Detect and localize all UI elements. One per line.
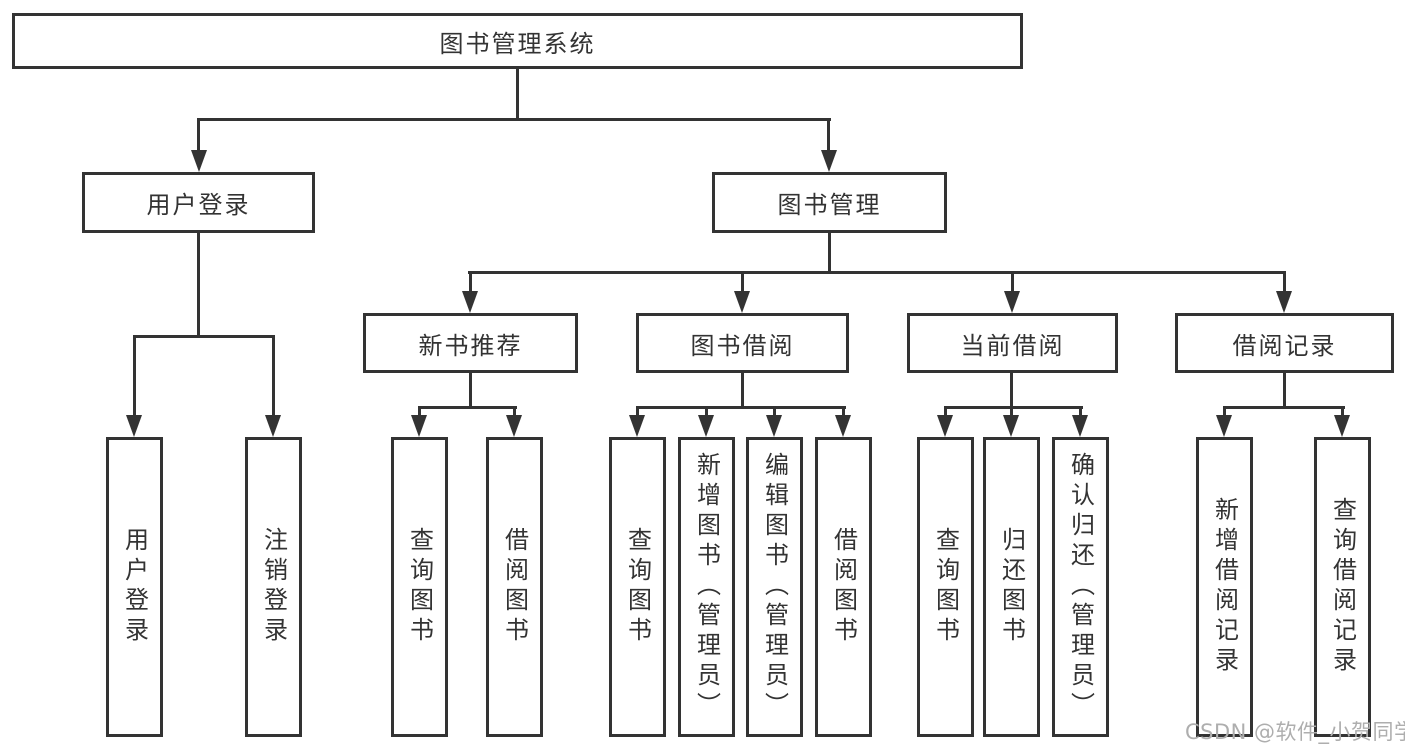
connector-line (1223, 406, 1345, 409)
connector-line (197, 118, 831, 121)
leaf-bb-add-books-admin: 新增图书（管理员） (678, 437, 735, 737)
connector-line (773, 406, 776, 415)
connector-line (1010, 406, 1013, 415)
arrow-down-icon (462, 291, 478, 313)
connector-line (133, 335, 136, 415)
connector-line (741, 373, 744, 406)
leaf-cb-return-books-label: 归还图书 (997, 527, 1026, 647)
node-book-borrow-label: 图书借阅 (690, 331, 795, 360)
connector-line (418, 406, 421, 415)
connector-line (513, 406, 516, 415)
node-borrow-records: 借阅记录 (1175, 313, 1394, 373)
leaf-user-login: 用户登录 (106, 437, 163, 737)
connector-line (1011, 271, 1014, 291)
connector-line (469, 271, 472, 291)
arrow-down-icon (1276, 291, 1292, 313)
arrow-down-icon (1216, 415, 1232, 437)
leaf-bb-query-books: 查询图书 (609, 437, 666, 737)
leaf-cb-confirm-return-admin-label: 确认归还（管理员） (1066, 452, 1095, 722)
connector-line (944, 406, 947, 415)
leaf-nb-query-books: 查询图书 (391, 437, 448, 737)
leaf-bb-query-books-label: 查询图书 (623, 527, 652, 647)
connector-line (418, 406, 517, 409)
leaf-logout: 注销登录 (245, 437, 302, 737)
leaf-logout-label: 注销登录 (259, 527, 288, 647)
arrow-down-icon (1334, 415, 1350, 437)
node-book-management: 图书管理 (712, 172, 947, 233)
connector-line (636, 406, 846, 409)
leaf-br-query-record: 查询借阅记录 (1314, 437, 1371, 737)
leaf-cb-return-books: 归还图书 (983, 437, 1040, 737)
node-user-login-label: 用户登录 (146, 191, 251, 219)
node-current-borrow: 当前借阅 (907, 313, 1118, 373)
connector-line (828, 233, 831, 271)
leaf-br-query-record-label: 查询借阅记录 (1328, 497, 1357, 677)
leaf-br-add-record: 新增借阅记录 (1196, 437, 1253, 737)
arrow-down-icon (835, 415, 851, 437)
arrow-down-icon (629, 415, 645, 437)
csdn-watermark: CSDN @软件_小贺同学 (1185, 720, 1405, 744)
arrow-down-icon (766, 415, 782, 437)
leaf-cb-confirm-return-admin: 确认归还（管理员） (1052, 437, 1109, 737)
connector-line (1283, 373, 1286, 406)
connector-line (197, 233, 200, 335)
arrow-down-icon (698, 415, 714, 437)
leaf-bb-edit-books-admin-label: 编辑图书（管理员） (760, 452, 789, 722)
node-root-system: 图书管理系统 (12, 13, 1023, 69)
connector-line (842, 406, 845, 415)
connector-line (197, 118, 200, 150)
leaf-br-add-record-label: 新增借阅记录 (1210, 497, 1239, 677)
leaf-cb-query-books-label: 查询图书 (931, 527, 960, 647)
arrow-down-icon (265, 415, 281, 437)
connector-line (468, 271, 1286, 274)
leaf-user-login-label: 用户登录 (120, 527, 149, 647)
connector-line (741, 271, 744, 291)
connector-line (133, 335, 275, 338)
leaf-nb-borrow-books-label: 借阅图书 (500, 527, 529, 647)
connector-line (1223, 406, 1226, 415)
node-new-book-recommend: 新书推荐 (363, 313, 578, 373)
node-borrow-records-label: 借阅记录 (1232, 331, 1337, 360)
leaf-bb-edit-books-admin: 编辑图书（管理员） (746, 437, 803, 737)
arrow-down-icon (126, 415, 142, 437)
connector-line (636, 406, 639, 415)
leaf-bb-borrow-books: 借阅图书 (815, 437, 872, 737)
leaf-bb-add-books-admin-label: 新增图书（管理员） (692, 452, 721, 722)
node-user-login: 用户登录 (82, 172, 315, 233)
arrow-down-icon (191, 150, 207, 172)
node-current-borrow-label: 当前借阅 (960, 331, 1065, 360)
connector-line (1341, 406, 1344, 415)
arrow-down-icon (1004, 291, 1020, 313)
arrow-down-icon (734, 291, 750, 313)
leaf-nb-query-books-label: 查询图书 (405, 527, 434, 647)
leaf-cb-query-books: 查询图书 (917, 437, 974, 737)
connector-line (944, 406, 1083, 409)
connector-line (1010, 373, 1013, 406)
arrow-down-icon (1072, 415, 1088, 437)
arrow-down-icon (1003, 415, 1019, 437)
connector-line (1283, 271, 1286, 291)
leaf-bb-borrow-books-label: 借阅图书 (829, 527, 858, 647)
arrow-down-icon (821, 150, 837, 172)
connector-line (1079, 406, 1082, 415)
node-root-label: 图书管理系统 (439, 29, 596, 58)
node-book-borrow: 图书借阅 (636, 313, 849, 373)
node-new-book-recommend-label: 新书推荐 (418, 331, 523, 360)
arrow-down-icon (506, 415, 522, 437)
connector-line (272, 335, 275, 415)
arrow-down-icon (937, 415, 953, 437)
arrow-down-icon (411, 415, 427, 437)
connector-line (469, 373, 472, 406)
connector-line (827, 118, 830, 150)
connector-line (705, 406, 708, 415)
connector-line (516, 69, 519, 118)
node-book-management-label: 图书管理 (777, 191, 882, 219)
leaf-nb-borrow-books: 借阅图书 (486, 437, 543, 737)
